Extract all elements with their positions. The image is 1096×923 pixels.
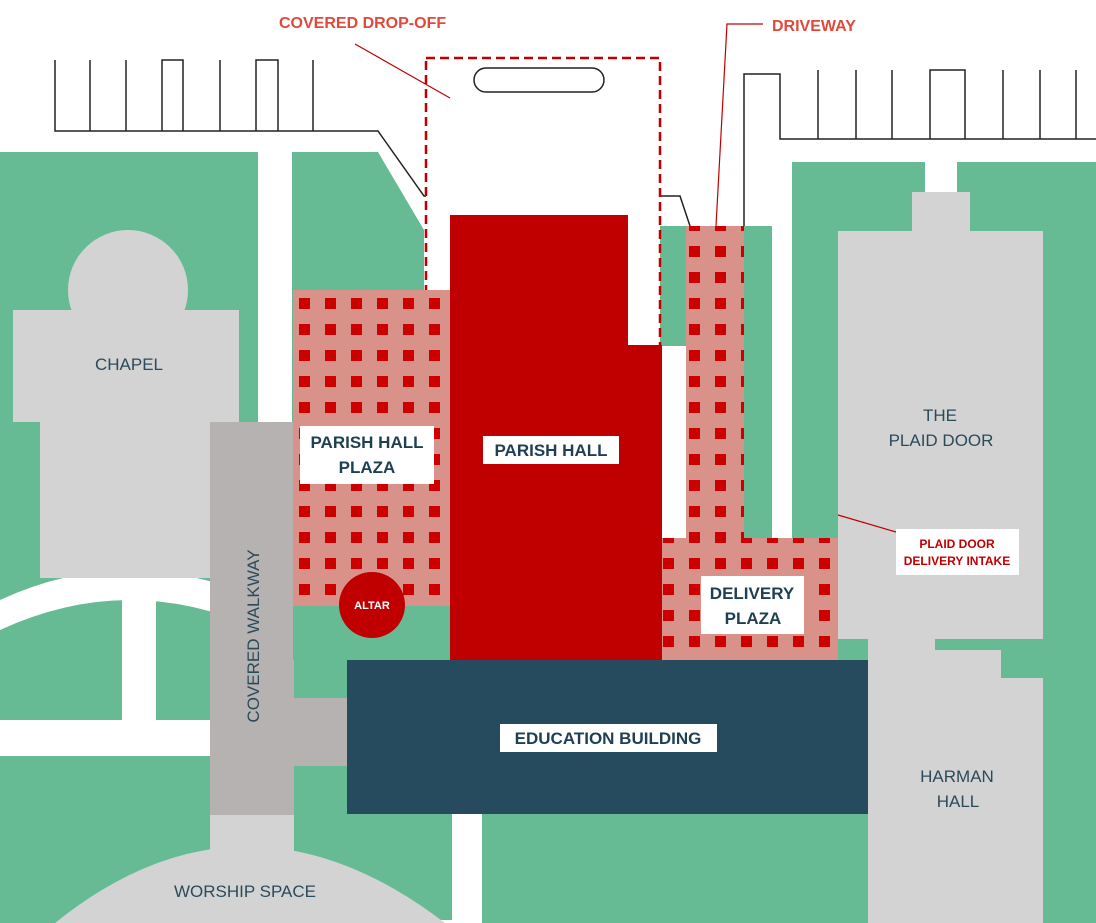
parish-hall-plaza-label-box [300, 426, 434, 484]
covered-dropoff-label: COVERED DROP-OFF [279, 15, 446, 32]
parish-hall-plaza-label-line1: PARISH HALL [310, 433, 423, 452]
intake-label-box [896, 529, 1019, 575]
parish-hall-plaza-label-line2: PLAZA [339, 458, 396, 477]
harman-hall-label-line2: HALL [937, 792, 980, 811]
delivery-intake-label-line1: PLAID DOOR [919, 537, 995, 551]
path-chapel-vertical [122, 590, 156, 756]
dropoff-island [473, 67, 605, 93]
chapel [13, 230, 239, 578]
education-label-box [500, 724, 717, 752]
harman-hall-label-line1: HARMAN [920, 767, 994, 786]
path-south [452, 812, 482, 923]
harman-hall-building [868, 638, 1043, 923]
lawn-center-west [292, 152, 424, 300]
plaid-door-label-line1: THE [923, 406, 957, 425]
chapel-label: CHAPEL [95, 355, 163, 374]
delivery-plaza-label-box [701, 576, 804, 634]
worship-space [55, 846, 445, 923]
lawn-driveway-right [742, 226, 772, 538]
covered-walkway-label: COVERED WALKWAY [244, 549, 263, 722]
paths [0, 152, 1096, 923]
parish-hall-label-box [483, 436, 619, 464]
altar-label: ALTAR [354, 600, 390, 612]
parish-hall-label: PARISH HALL [494, 441, 607, 460]
path-east-connector [925, 162, 957, 192]
path-north-south [258, 152, 292, 424]
driveway-label: DRIVEWAY [772, 18, 856, 35]
worship-space-label: WORSHIP SPACE [174, 882, 316, 901]
plaid-door-label-line2: PLAID DOOR [889, 431, 994, 450]
lawn-south [482, 812, 868, 923]
parking-north-east [743, 69, 1096, 226]
path-harman-east [1043, 640, 1096, 670]
walkway-south-connector [210, 815, 294, 851]
path-chapel-crossbar [0, 720, 212, 756]
driveway-callout-line [715, 23, 763, 227]
education-building-label: EDUCATION BUILDING [515, 729, 702, 748]
covered-walkway [210, 422, 348, 817]
altar [339, 572, 405, 638]
dropoff-callout-line [354, 43, 451, 99]
driveway-plaza-strip [686, 226, 744, 542]
delivery-plaza-label-line1: DELIVERY [710, 584, 795, 603]
delivery-intake-label-line2: DELIVERY INTAKE [904, 554, 1010, 568]
parking-north-west [54, 59, 691, 227]
path-east-vertical [772, 226, 792, 538]
delivery-plaza-label-line2: PLAZA [725, 609, 782, 628]
intake-callout-line [837, 514, 897, 533]
